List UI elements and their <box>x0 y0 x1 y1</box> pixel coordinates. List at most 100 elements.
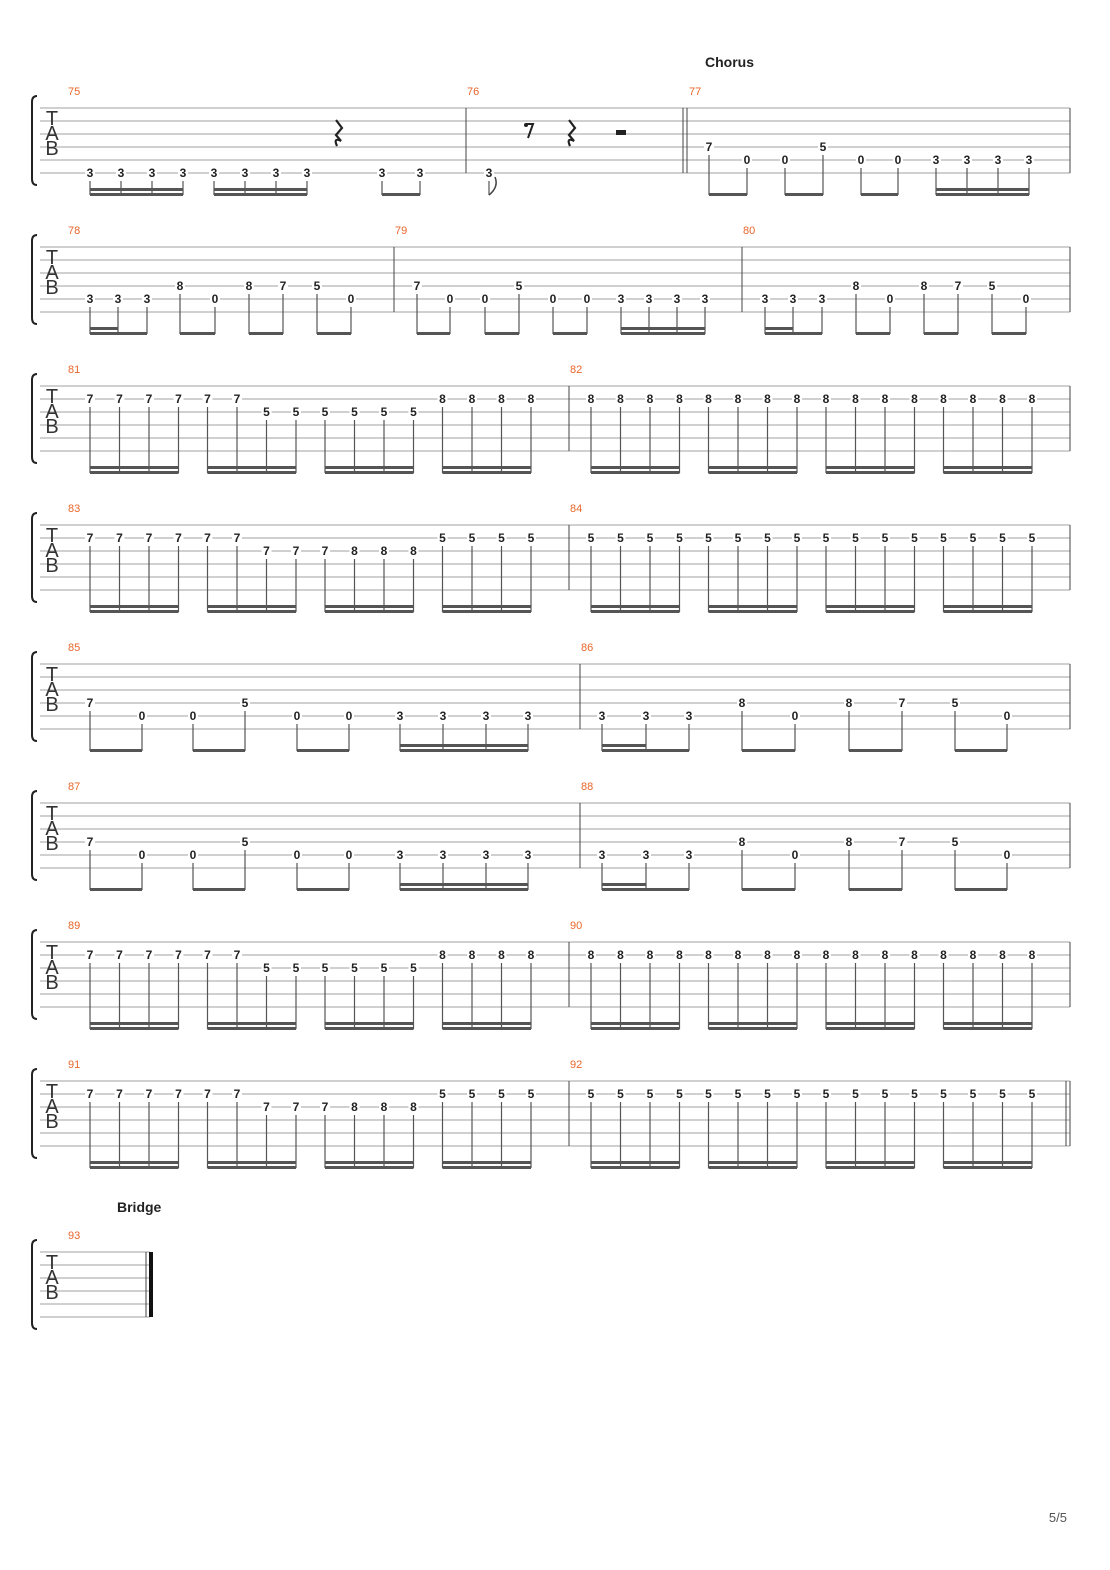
fret-number: 3 <box>686 709 693 723</box>
fret-number: 3 <box>686 848 693 862</box>
fret-backdrop <box>762 393 773 405</box>
fret-backdrop <box>968 393 978 405</box>
fret-backdrop <box>909 393 920 405</box>
fret-backdrop <box>548 293 558 305</box>
beam <box>553 332 587 335</box>
fret-number: 3 <box>525 848 532 862</box>
fret-number: 8 <box>921 279 928 293</box>
quarter-rest-icon <box>567 119 577 147</box>
fret-backdrop <box>349 962 360 974</box>
fret-backdrop <box>850 532 861 544</box>
fret-backdrop <box>173 393 184 405</box>
fret-backdrop <box>997 393 1008 405</box>
fret-number: 3 <box>599 709 606 723</box>
fret-backdrop <box>742 154 752 166</box>
fret-backdrop <box>615 1088 626 1100</box>
fret-backdrop <box>349 545 360 557</box>
beam-secondary <box>207 1161 296 1164</box>
fret-number: 8 <box>940 392 947 406</box>
beam-secondary <box>591 466 680 469</box>
fret-number: 8 <box>999 392 1006 406</box>
fret-backdrop <box>641 710 651 722</box>
fret-number: 7 <box>87 392 94 406</box>
fret-number: 5 <box>588 1087 595 1101</box>
fret-backdrop <box>210 293 220 305</box>
fret-number: 5 <box>970 531 977 545</box>
beam <box>90 610 179 613</box>
fret-backdrop <box>526 532 536 544</box>
beam <box>826 471 915 474</box>
fret-number: 0 <box>294 709 301 723</box>
fret-number: 8 <box>764 392 771 406</box>
fret-number: 5 <box>999 531 1006 545</box>
fret-number: 8 <box>588 392 595 406</box>
fret-backdrop <box>85 697 95 709</box>
measure-number: 80 <box>743 225 755 237</box>
fret-backdrop <box>938 393 949 405</box>
beam <box>90 888 142 891</box>
fret-backdrop <box>526 1088 536 1100</box>
measure-number: 87 <box>68 781 80 793</box>
beam-secondary <box>826 466 915 469</box>
fret-backdrop <box>114 532 125 544</box>
beam <box>708 471 797 474</box>
beam-secondary <box>591 1022 680 1025</box>
beam <box>861 193 898 196</box>
beam-secondary <box>943 1161 1032 1164</box>
beam <box>742 749 795 752</box>
fret-backdrop <box>480 293 490 305</box>
fret-number: 5 <box>911 531 918 545</box>
fret-number: 5 <box>528 1087 535 1101</box>
fret-backdrop <box>641 849 651 861</box>
fret-backdrop <box>349 1101 360 1113</box>
fret-number: 8 <box>528 392 535 406</box>
fret-number: 3 <box>87 166 94 180</box>
fret-backdrop <box>481 849 491 861</box>
fret-backdrop <box>85 393 95 405</box>
fret-number: 3 <box>486 166 493 180</box>
fret-backdrop <box>85 949 95 961</box>
fret-backdrop <box>818 141 828 153</box>
fret-number: 3 <box>397 709 404 723</box>
fret-number: 5 <box>705 531 712 545</box>
tab-clef-letter: A <box>45 123 59 145</box>
fret-backdrop <box>968 949 978 961</box>
fret-backdrop <box>615 532 626 544</box>
beam <box>485 332 519 335</box>
fret-number: 7 <box>116 1087 123 1101</box>
measure-number: 85 <box>68 642 80 654</box>
fret-number: 3 <box>440 709 447 723</box>
fret-number: 3 <box>599 848 606 862</box>
beam-secondary <box>826 605 915 608</box>
fret-number: 0 <box>1004 848 1011 862</box>
beam <box>297 888 349 891</box>
fret-number: 3 <box>790 292 797 306</box>
fret-backdrop <box>292 849 302 861</box>
fret-number: 8 <box>940 948 947 962</box>
fret-backdrop <box>344 849 354 861</box>
fret-number: 3 <box>144 292 151 306</box>
beam-secondary <box>442 466 531 469</box>
system-bracket <box>31 234 38 325</box>
fret-number: 3 <box>995 153 1002 167</box>
fret-backdrop <box>733 532 743 544</box>
beam <box>317 332 351 335</box>
fret-backdrop <box>202 1088 213 1100</box>
fret-number: 8 <box>647 392 654 406</box>
tab-clef-letter: B <box>45 694 58 716</box>
beam <box>180 332 215 335</box>
measure-number: 88 <box>581 781 593 793</box>
tab-clef-letter: T <box>46 1252 58 1274</box>
beam-secondary <box>90 188 183 191</box>
fret-number: 7 <box>263 1100 270 1114</box>
fret-backdrop <box>645 1088 655 1100</box>
fret-backdrop <box>645 393 655 405</box>
measure-number: 89 <box>68 920 80 932</box>
fret-backdrop <box>438 849 448 861</box>
fret-number: 5 <box>498 1087 505 1101</box>
fret-number: 3 <box>819 292 826 306</box>
beam <box>785 193 823 196</box>
beam <box>708 1166 797 1169</box>
fret-backdrop <box>909 1088 920 1100</box>
